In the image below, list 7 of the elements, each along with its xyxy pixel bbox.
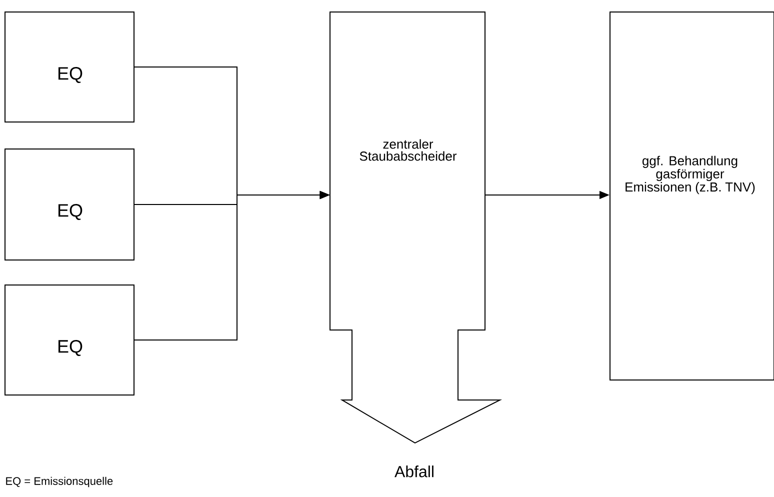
process-box: EQ <box>4 148 134 260</box>
legend-note: EQ = Emissionsquelle <box>6 476 113 488</box>
process-box: EQ <box>4 12 134 122</box>
process-box: ggf. Behandlung gasförmiger Emissionen (z.B. TNV) <box>610 12 774 380</box>
separator-unit: zentraler Staubabscheider <box>330 12 502 444</box>
outlet-label: Abfall <box>394 466 434 478</box>
process-box: EQ <box>4 284 134 396</box>
